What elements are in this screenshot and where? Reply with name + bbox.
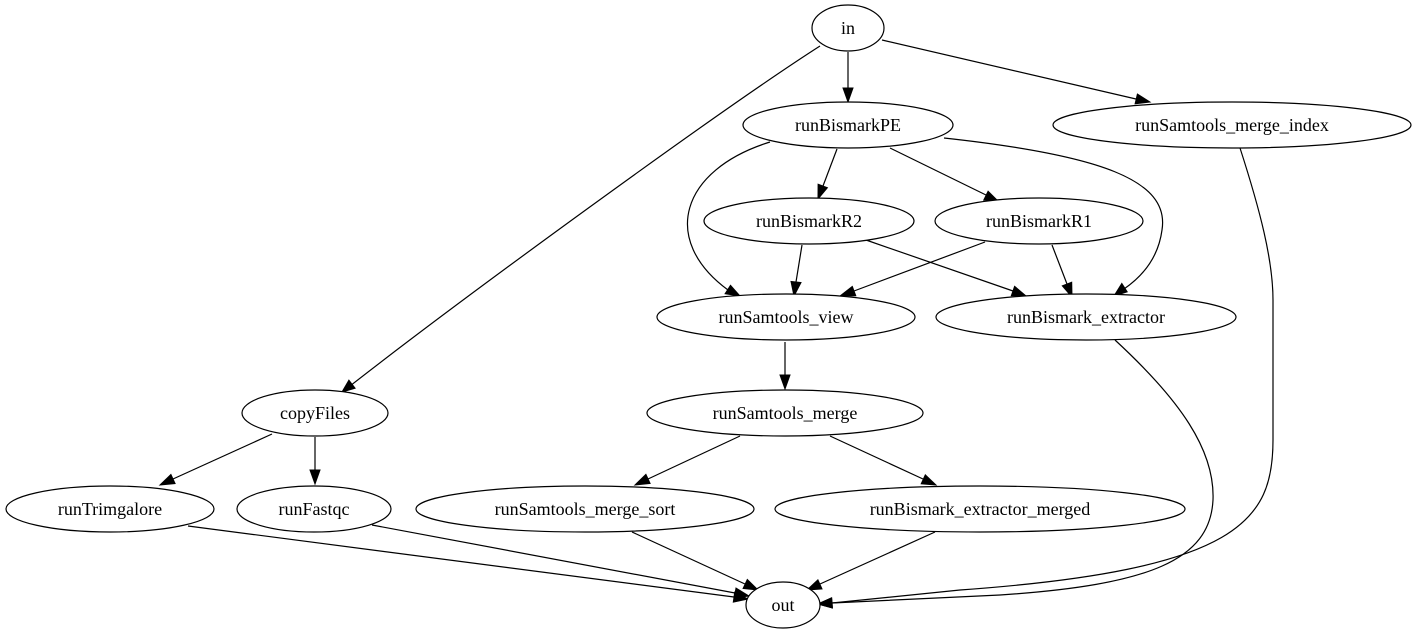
- edge-runFastqc-to-out: [371, 524, 751, 599]
- edge-runBismarkR2-to-runSamtools_view: [790, 244, 803, 298]
- edge-runBismarkPE-to-runBismarkR2: [817, 148, 838, 201]
- node-label-runBismarkR2: runBismarkR2: [756, 211, 862, 231]
- node-label-out: out: [771, 595, 794, 615]
- node-label-runBismarkR1: runBismarkR1: [986, 211, 1092, 231]
- node-runTrimgalore: runTrimgalore: [5, 485, 215, 533]
- edge-runBismarkPE-to-runBismarkR1: [889, 147, 1000, 202]
- edge-in-to-copyFiles: [340, 45, 821, 393]
- edge-runBismark_extractor_merged-to-out: [805, 531, 936, 591]
- node-label-runSamtools_merge: runSamtools_merge: [713, 403, 858, 423]
- edge-runSamtools_merge-to-runSamtools_merge_sort: [633, 435, 741, 486]
- node-label-copyFiles: copyFiles: [280, 403, 350, 423]
- node-label-runSamtools_merge_sort: runSamtools_merge_sort: [495, 499, 676, 519]
- node-runSamtools_merge_sort: runSamtools_merge_sort: [415, 485, 755, 533]
- edge-runBismarkR2-to-runBismark_extractor: [865, 239, 1028, 297]
- edge-runBismarkPE-to-runSamtools_view: [687, 141, 771, 297]
- edge-in-to-runSamtools_merge_index: [881, 39, 1152, 105]
- edge-copyFiles-to-runTrimgalore: [158, 433, 273, 486]
- edge-runBismarkR1-to-runBismark_extractor: [1051, 244, 1073, 299]
- node-runBismark_extractor_merged: runBismark_extractor_merged: [774, 485, 1186, 533]
- edge-runSamtools_view-to-runSamtools_merge: [779, 342, 791, 391]
- node-label-runTrimgalore: runTrimgalore: [58, 499, 162, 519]
- node-runSamtools_merge_index: runSamtools_merge_index: [1052, 101, 1412, 149]
- nodes: in runBismarkPE runSamtools_merge_index …: [5, 4, 1412, 629]
- edge-copyFiles-to-runFastqc: [309, 437, 321, 486]
- edge-runSamtools_merge-to-runBismark_extractor_merged: [829, 435, 938, 486]
- edges: [158, 39, 1274, 609]
- node-runBismarkPE: runBismarkPE: [742, 101, 954, 149]
- node-runSamtools_merge: runSamtools_merge: [646, 389, 924, 437]
- node-label-runBismark_extractor: runBismark_extractor: [1007, 307, 1165, 327]
- node-runFastqc: runFastqc: [236, 485, 392, 533]
- edge-runSamtools_merge_sort-to-out: [631, 531, 760, 591]
- node-label-runSamtools_merge_index: runSamtools_merge_index: [1135, 115, 1329, 135]
- node-runBismarkR2: runBismarkR2: [703, 197, 915, 245]
- node-runBismark_extractor: runBismark_extractor: [935, 293, 1237, 341]
- node-label-runSamtools_view: runSamtools_view: [719, 307, 854, 327]
- node-label-runBismarkPE: runBismarkPE: [795, 115, 901, 135]
- edge-runTrimgalore-to-out: [187, 525, 750, 603]
- node-in: in: [811, 4, 885, 52]
- node-copyFiles: copyFiles: [241, 389, 389, 437]
- edge-runBismark_extractor-to-out: [816, 339, 1214, 609]
- node-label-runFastqc: runFastqc: [279, 499, 350, 519]
- node-runSamtools_view: runSamtools_view: [656, 293, 916, 341]
- node-runBismarkR1: runBismarkR1: [934, 197, 1144, 245]
- node-label-in: in: [841, 18, 855, 38]
- node-out: out: [745, 581, 821, 629]
- edge-runBismarkR1-to-runSamtools_view: [838, 241, 986, 297]
- node-label-runBismark_extractor_merged: runBismark_extractor_merged: [870, 499, 1091, 519]
- edge-runBismarkPE-to-runBismark_extractor: [943, 137, 1164, 297]
- edge-in-to-runBismarkPE: [842, 52, 854, 104]
